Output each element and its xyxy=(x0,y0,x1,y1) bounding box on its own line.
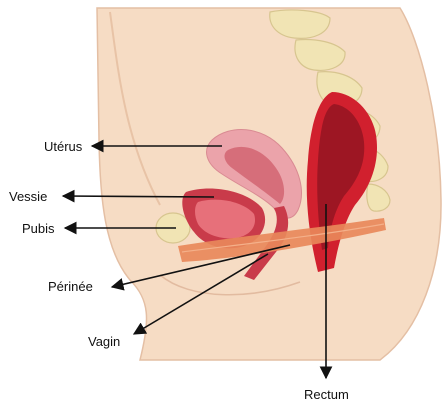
label-uterus: Utérus xyxy=(44,139,83,154)
label-bladder: Vessie xyxy=(9,189,47,204)
label-pubis: Pubis xyxy=(22,221,55,236)
label-rectum: Rectum xyxy=(304,387,349,402)
label-perineum: Périnée xyxy=(48,279,93,294)
arrow-bladder xyxy=(63,196,214,197)
label-vagina: Vagin xyxy=(88,334,120,349)
